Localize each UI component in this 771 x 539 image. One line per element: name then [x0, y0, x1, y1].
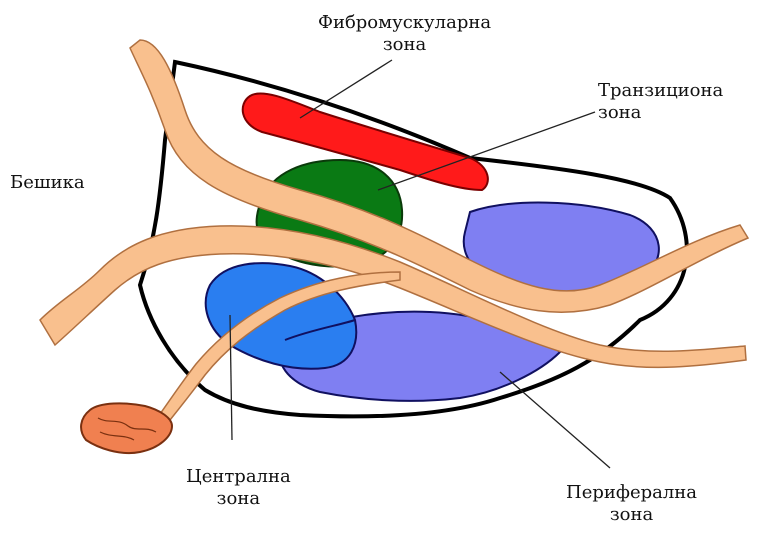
label-fibromuscular-line2: зона — [318, 34, 491, 56]
label-central-line1: Централна — [186, 466, 291, 488]
label-peripheral-line1: Периферална — [566, 482, 697, 504]
seminal-vesicle — [81, 403, 172, 453]
label-bladder: Бешика — [10, 172, 85, 194]
label-transitional-line1: Транзициона — [598, 80, 723, 102]
label-transitional-zone: Транзициона зона — [598, 80, 723, 124]
label-fibromuscular-zone: Фибромускуларна зона — [318, 12, 491, 56]
label-peripheral-zone: Периферална зона — [566, 482, 697, 526]
label-transitional-line2: зона — [598, 102, 723, 124]
leader-line-peripheral — [500, 372, 610, 468]
label-peripheral-line2: зона — [566, 504, 697, 526]
label-central-line2: зона — [186, 488, 291, 510]
label-fibromuscular-line1: Фибромускуларна — [318, 12, 491, 34]
label-central-zone: Централна зона — [186, 466, 291, 510]
